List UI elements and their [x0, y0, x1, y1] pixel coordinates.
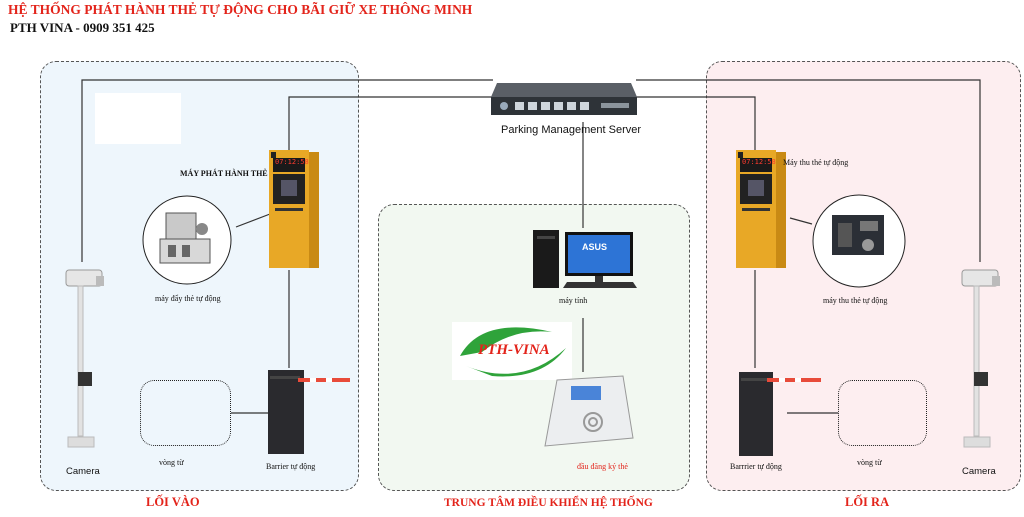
- desktop-computer-icon: [533, 230, 637, 288]
- exit-barrier: [737, 370, 825, 458]
- pth-vina-logo: [452, 322, 572, 380]
- exit-loop-detector: [838, 380, 927, 446]
- entry-loop-detector: [140, 380, 231, 446]
- company-contact: PTH VINA - 0909 351 425: [10, 20, 155, 35]
- server-device-icon: [491, 83, 637, 115]
- ticket-kiosk-icon: [269, 150, 319, 268]
- entry-camera-label: Camera: [66, 466, 100, 477]
- logo-text: PTH-VINA: [478, 342, 550, 358]
- card-collect-mechanism: [808, 193, 910, 289]
- control-center-label: TRUNG TÂM ĐIỀU KHIỂN HỆ THỐNG: [444, 497, 653, 509]
- parking-server: [491, 77, 637, 117]
- dispenser-label: MÁY PHÁT HÀNH THẺ: [180, 169, 268, 178]
- exit-barrier-gate-icon: [739, 372, 821, 456]
- diagram-title: HỆ THỐNG PHÁT HÀNH THẺ TỰ ĐỘNG CHO BÃI G…: [8, 2, 473, 17]
- entry-barrier: [266, 368, 354, 456]
- card-mechanism-icon: [142, 195, 232, 285]
- exit-camera: [954, 262, 1004, 462]
- server-label: Parking Management Server: [501, 124, 642, 136]
- exit-ticket-collector: [736, 150, 786, 270]
- exit-camera-label: Camera: [962, 466, 996, 477]
- reader-label: đầu đăng ký thẻ: [577, 462, 628, 471]
- computer-label: máy tính: [559, 296, 588, 305]
- collector-label: Máy thu thẻ tự động: [783, 158, 849, 167]
- exit-barrier-label: Barrrier tự động: [730, 462, 782, 471]
- exit-loop-label: vòng từ: [857, 458, 882, 467]
- collect-mechanism-icon: [812, 194, 906, 288]
- exit-camera-pole-icon: [961, 269, 1000, 448]
- entry-zone-label: LỐI VÀO: [146, 495, 200, 509]
- monitor-brand: ASUS: [582, 242, 608, 252]
- card-push-mechanism: [138, 195, 236, 285]
- entry-barrier-label: Barrier tự động: [266, 462, 316, 471]
- computer: [533, 228, 643, 290]
- camera-pole-icon: [65, 269, 104, 448]
- push-mechanism-label: máy đẩy thẻ tự động: [155, 294, 221, 303]
- collect-mechanism-label: máy thu thẻ tự động: [823, 296, 888, 305]
- card-reader-icon: [544, 375, 634, 447]
- entry-ticket-dispenser: [269, 150, 319, 270]
- barrier-gate-icon: [268, 370, 350, 454]
- collector-kiosk-icon: [736, 150, 786, 268]
- exit-zone-label: LỐI RA: [845, 495, 890, 509]
- blank-panel: [95, 93, 181, 144]
- entry-loop-label: vòng từ: [159, 458, 184, 467]
- logo-swoosh-icon: [460, 327, 566, 377]
- entry-camera: [58, 262, 108, 462]
- card-registration-reader: [537, 372, 637, 454]
- exit-kiosk-display: 07:12:58: [742, 158, 776, 166]
- entry-kiosk-display: 07:12:58: [275, 158, 309, 166]
